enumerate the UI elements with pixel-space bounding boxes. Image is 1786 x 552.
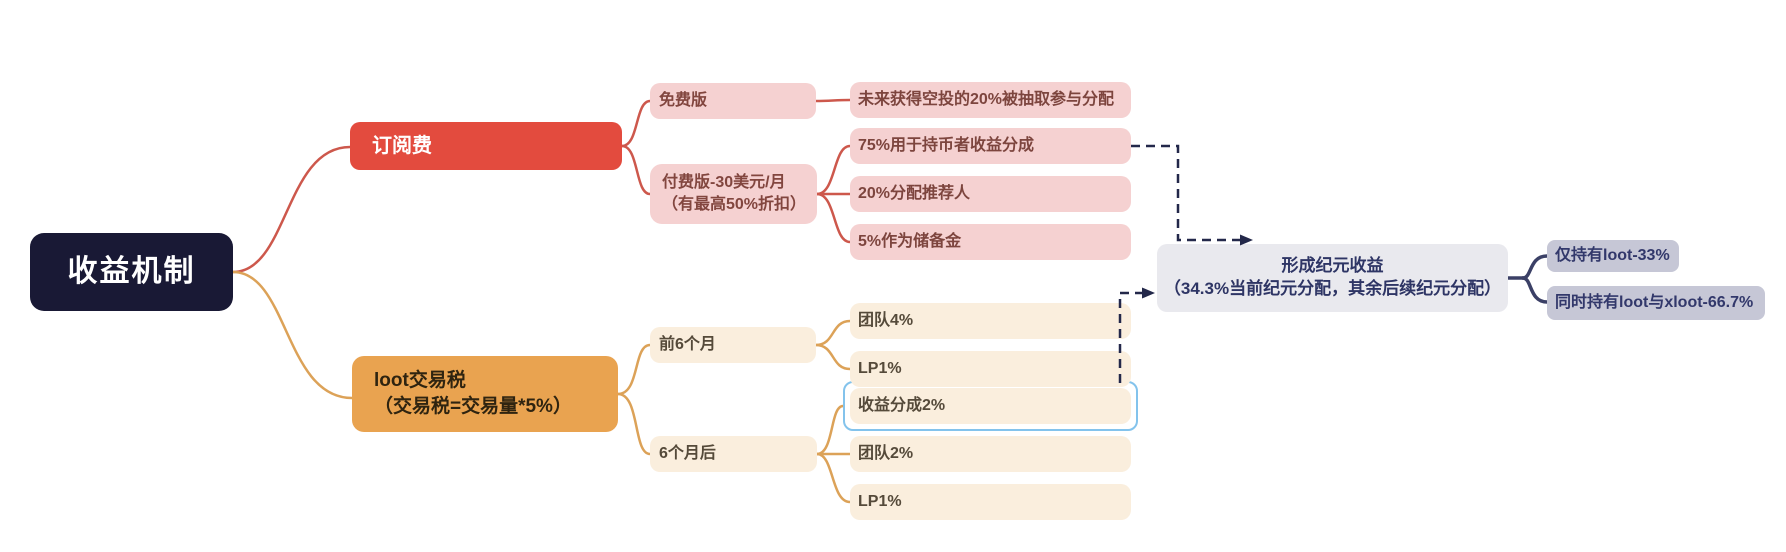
connector-root-loot <box>231 270 354 400</box>
node-loot-only-label: 仅持有loot-33% <box>1555 247 1670 265</box>
red-connectors <box>231 98 852 274</box>
node-loot-tax-label-line1: loot交易税 <box>374 370 466 392</box>
node-first-6-months[interactable]: 前6个月 <box>650 327 816 363</box>
node-loot-tax-label-line2: （交易税=交易量*5%） <box>374 396 572 417</box>
connector-first6-lp <box>814 343 852 371</box>
node-paid-version-label-line2: （有最高50%折扣） <box>662 196 807 213</box>
connector-after6-share <box>815 404 845 456</box>
node-holders-share-label: 75%用于持币者收益分成 <box>858 137 1035 155</box>
node-loot-tax[interactable]: loot交易税 （交易税=交易量*5%） <box>352 356 618 432</box>
connector-epoch-lootonly <box>1521 254 1549 280</box>
node-free-version-label: 免费版 <box>659 92 708 110</box>
node-loot-and-xloot[interactable]: 同时持有loot与xloot-66.7% <box>1547 286 1765 320</box>
node-after-6-months[interactable]: 6个月后 <box>650 436 817 472</box>
connector-paid-reserve <box>815 192 852 244</box>
connector-loot-after6 <box>616 392 652 456</box>
orange-connectors <box>231 270 852 504</box>
node-first6-lp-label: LP1% <box>858 360 902 378</box>
node-paid-version-label-line1: 付费版-30美元/月 <box>662 174 786 192</box>
node-root-label: 收益机制 <box>67 254 196 288</box>
node-reserve-share[interactable]: 5%作为储备金 <box>850 224 1131 260</box>
node-subscription[interactable]: 订阅费 <box>350 122 622 170</box>
node-reserve-share-label: 5%作为储备金 <box>858 233 962 251</box>
node-subscription-label: 订阅费 <box>372 134 432 157</box>
navy-connectors <box>1506 254 1549 304</box>
node-root[interactable]: 收益机制 <box>30 233 233 311</box>
node-after-6-months-label: 6个月后 <box>659 445 716 463</box>
connector-subscription-free <box>620 99 652 148</box>
node-after6-team[interactable]: 团队2% <box>850 436 1131 472</box>
node-first6-lp[interactable]: LP1% <box>850 351 1131 387</box>
connector-paid-holders <box>815 144 852 196</box>
node-after6-team-label: 团队2% <box>858 445 914 463</box>
node-loot-only[interactable]: 仅持有loot-33% <box>1547 240 1679 272</box>
node-paid-version[interactable]: 付费版-30美元/月 （有最高50%折扣） <box>650 164 817 224</box>
node-epoch-revenue[interactable]: 形成纪元收益 （34.3%当前纪元分配，其余后续纪元分配） <box>1157 244 1508 312</box>
connector-epoch-lootxloot <box>1521 276 1549 304</box>
connector-loot-first6 <box>616 343 652 396</box>
node-epoch-revenue-label-line1: 形成纪元收益 <box>1281 256 1384 276</box>
node-revenue-share-label: 收益分成2% <box>858 397 946 415</box>
node-holders-share[interactable]: 75%用于持币者收益分成 <box>850 128 1131 164</box>
node-epoch-revenue-label-line2: （34.3%当前纪元分配，其余后续纪元分配） <box>1163 279 1502 298</box>
node-airdrop-share[interactable]: 未来获得空投的20%被抽取参与分配 <box>850 82 1131 118</box>
connector-root-subscription <box>231 145 352 274</box>
connector-after6-lp <box>815 452 852 504</box>
node-after6-lp[interactable]: LP1% <box>850 484 1131 520</box>
node-after6-lp-label: LP1% <box>858 493 902 511</box>
node-referrer-share-label: 20%分配推荐人 <box>858 185 971 203</box>
node-free-version[interactable]: 免费版 <box>650 83 816 119</box>
connector-first6-team <box>814 319 852 347</box>
node-referrer-share[interactable]: 20%分配推荐人 <box>850 176 1131 212</box>
node-airdrop-share-label: 未来获得空投的20%被抽取参与分配 <box>858 91 1115 109</box>
connector-subscription-paid <box>620 144 652 196</box>
node-loot-and-xloot-label: 同时持有loot与xloot-66.7% <box>1555 294 1754 312</box>
connector-free-airdrop <box>814 98 852 103</box>
node-revenue-share[interactable]: 收益分成2% <box>850 388 1131 424</box>
node-first-6-months-label: 前6个月 <box>659 336 716 354</box>
node-first6-team-label: 团队4% <box>858 312 914 330</box>
node-first6-team[interactable]: 团队4% <box>850 303 1131 339</box>
